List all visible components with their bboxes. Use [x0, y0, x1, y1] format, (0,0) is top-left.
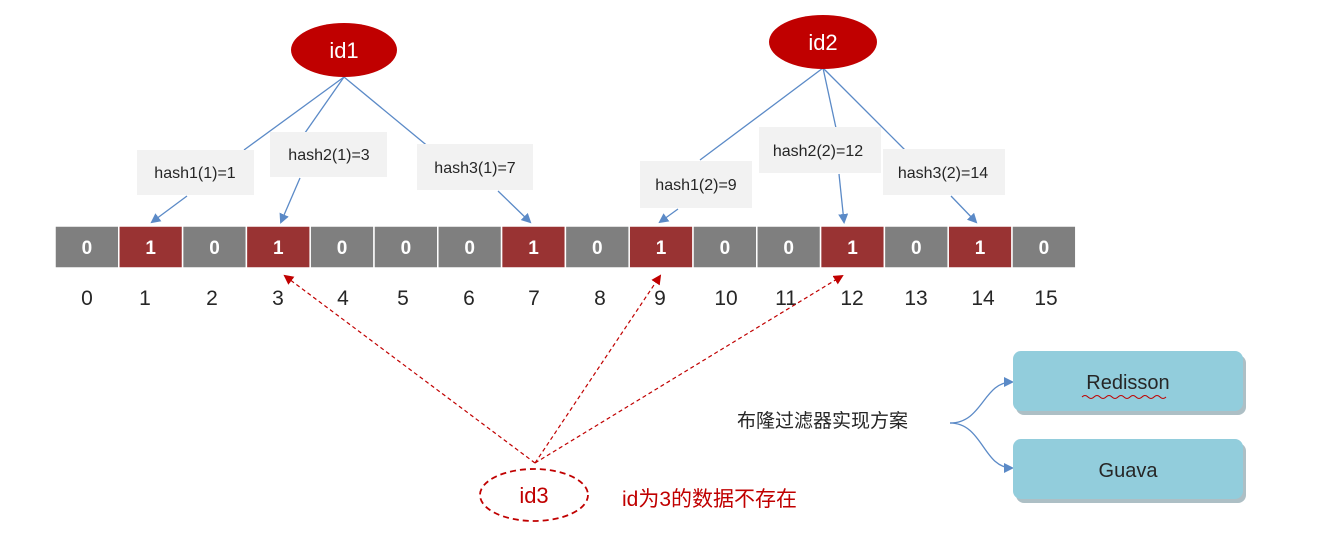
bit-cell: 1: [819, 225, 886, 269]
hash-label-text: hash1(1)=1: [154, 165, 235, 182]
bit-value: 0: [209, 238, 220, 259]
index-label: 9: [654, 287, 666, 310]
bit-cell: 0: [309, 225, 375, 269]
bit-cell: 0: [373, 225, 439, 269]
bit-cell: 1: [118, 225, 184, 269]
id1-line-a: [243, 76, 345, 151]
bit-value: 0: [1039, 238, 1050, 259]
hash-label-text: hash2(2)=12: [773, 143, 863, 160]
brace-arrow-bottom: [949, 422, 1014, 473]
option-guava: Guava: [1013, 439, 1246, 503]
index-label: 7: [528, 287, 540, 310]
id2-line-c: [822, 67, 906, 151]
bit-value: 0: [720, 238, 731, 259]
hash-label-text: hash3(1)=7: [434, 160, 515, 177]
hash-label-id2-2: hash2(2)=12: [759, 127, 881, 173]
hash-label-id2-3: hash3(2)=14: [883, 149, 1005, 195]
bit-cell: 0: [54, 225, 120, 269]
bit-array: 0 1 0 1 0 0 0 1 0 1 0 0 1 0 1 0: [54, 225, 1077, 269]
arrow-to-bit-3: [279, 177, 301, 224]
index-label: 0: [81, 287, 93, 310]
index-label: 13: [904, 287, 927, 310]
arrow-to-bit-9: [658, 208, 679, 224]
bit-value: 1: [975, 238, 986, 259]
node-id1: id1: [291, 23, 397, 77]
hash-label-text: hash2(1)=3: [288, 147, 369, 164]
node-id3-label: id3: [519, 483, 548, 508]
node-id3: id3: [479, 468, 589, 522]
hash-label-id1-2: hash2(1)=3: [270, 132, 387, 177]
arrow-to-bit-12: [838, 173, 849, 224]
bit-value: 0: [783, 238, 794, 259]
bit-value: 0: [464, 238, 475, 259]
node-id1-label: id1: [329, 38, 358, 63]
id1-connectors: [243, 76, 431, 151]
index-label: 10: [714, 287, 737, 310]
node-id2: id2: [769, 15, 877, 69]
option-redisson: Redisson: [1013, 351, 1246, 415]
bit-cell: 0: [181, 225, 248, 269]
bit-value: 1: [656, 238, 667, 259]
bit-cell: 1: [947, 225, 1013, 269]
bit-value: 0: [82, 238, 93, 259]
bit-cell: 0: [692, 225, 758, 269]
id2-line-b: [822, 67, 837, 129]
id3-query-lines: [283, 274, 844, 464]
bit-cell: 1: [245, 225, 311, 269]
spellcheck-underline: [1081, 395, 1167, 399]
arrow-to-bit-7: [497, 190, 532, 224]
index-label: 1: [139, 287, 151, 310]
bit-cell: 0: [883, 225, 949, 269]
bit-value: 1: [528, 238, 539, 259]
solutions-title: 布隆过滤器实现方案: [737, 410, 908, 432]
id3-not-exist-note: id为3的数据不存在: [622, 488, 797, 511]
id3-line-to-bit-12: [534, 274, 844, 464]
id2-line-a: [699, 67, 824, 161]
arrow-to-bit-1: [150, 195, 188, 224]
id1-line-c: [343, 76, 431, 149]
bit-value: 1: [847, 238, 858, 259]
id3-line-to-bit-9: [534, 274, 662, 464]
id1-line-b: [299, 76, 345, 141]
index-label: 8: [594, 287, 606, 310]
option-redisson-label: Redisson: [1086, 372, 1169, 394]
node-id2-label: id2: [808, 30, 837, 55]
hash-label-text: hash3(2)=14: [898, 165, 988, 182]
index-label: 2: [206, 287, 218, 310]
bit-value: 0: [401, 238, 412, 259]
index-label: 4: [337, 287, 349, 310]
bit-cell: 1: [500, 225, 567, 269]
bit-value: 1: [145, 238, 156, 259]
bit-cell: 0: [437, 225, 503, 269]
hash-label-text: hash1(2)=9: [655, 177, 736, 194]
bit-cell: 0: [756, 225, 822, 269]
id3-line-to-bit-3: [283, 274, 536, 464]
bit-value: 0: [592, 238, 603, 259]
index-label: 11: [775, 287, 797, 310]
index-label: 3: [272, 287, 284, 310]
index-label: 14: [971, 287, 995, 310]
bit-value: 1: [273, 238, 284, 259]
hash-label-id1-1: hash1(1)=1: [137, 150, 254, 195]
hash-arrows: [150, 173, 978, 224]
hash-label-id1-3: hash3(1)=7: [417, 144, 533, 190]
id2-connectors: [699, 67, 906, 161]
brace-arrow-top: [949, 377, 1014, 424]
bit-cell: 0: [564, 225, 630, 269]
index-label: 5: [397, 287, 409, 310]
bit-value: 0: [337, 238, 348, 259]
arrow-to-bit-14: [950, 195, 978, 224]
hash-label-id2-1: hash1(2)=9: [640, 161, 752, 208]
bit-value: 0: [911, 238, 922, 259]
index-label: 12: [840, 287, 863, 310]
bit-cell: 1: [628, 225, 694, 269]
index-label: 6: [463, 287, 475, 310]
option-guava-label: Guava: [1099, 460, 1159, 482]
index-label: 15: [1034, 287, 1057, 310]
solutions-section: 布隆过滤器实现方案 Redisson Guava: [737, 351, 1246, 503]
bit-cell: 0: [1011, 225, 1077, 269]
